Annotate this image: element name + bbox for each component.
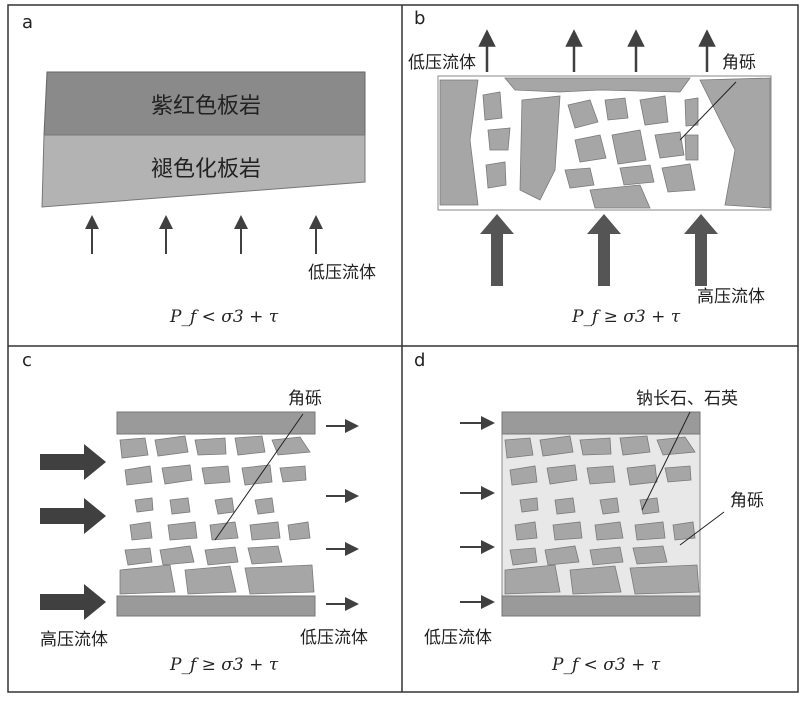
clast-label-d: 角砾	[730, 491, 764, 511]
low-pressure-fluid-label-d: 低压流体	[424, 628, 492, 648]
albite-quartz-label: 钠长石、石英	[636, 389, 738, 409]
left-thin-arrows	[460, 416, 495, 609]
top-arrows	[478, 29, 716, 72]
panel-d: d 钠长石、石英	[414, 350, 764, 675]
panel-c: c 角砾	[22, 350, 368, 675]
clast-label: 角砾	[722, 53, 756, 73]
top-low-pressure-label: 低压流体	[408, 53, 476, 73]
low-pressure-fluid-label: 低压流体	[308, 263, 376, 283]
bleached-slate-layer	[41, 134, 366, 208]
upward-arrows	[85, 215, 323, 254]
figure-frame	[7, 4, 799, 693]
panel-a-letter: a	[22, 12, 33, 33]
top-layer-label: 紫红色板岩	[151, 94, 261, 119]
panel-b-equation: P_f ≥ σ3 + τ	[571, 307, 681, 327]
panel-c-equation: P_f ≥ σ3 + τ	[169, 655, 279, 675]
panel-a: a 紫红色板岩 褪色化板岩 低压流体 P_f < σ3 + τ	[22, 12, 376, 327]
bottom-high-pressure-label: 高压流体	[697, 287, 765, 307]
panel-b: b 低压流体 角砾	[408, 8, 772, 327]
rock-body-d	[501, 411, 701, 617]
left-thick-arrows	[40, 444, 106, 620]
clast-label-c: 角砾	[288, 389, 322, 409]
panel-a-equation: P_f < σ3 + τ	[169, 307, 279, 327]
bottom-layer-label: 褪色化板岩	[151, 157, 261, 182]
low-pressure-fluid-label-c: 低压流体	[300, 628, 368, 648]
rock-body-c	[116, 411, 316, 617]
high-pressure-fluid-label: 高压流体	[40, 630, 108, 650]
bottom-thick-arrows	[480, 214, 718, 286]
panel-c-letter: c	[22, 350, 32, 371]
right-thin-arrows	[326, 419, 359, 611]
panel-d-letter: d	[414, 350, 425, 371]
breccia-fragments	[439, 77, 771, 209]
panel-d-equation: P_f < σ3 + τ	[551, 655, 661, 675]
panel-b-letter: b	[414, 8, 425, 29]
